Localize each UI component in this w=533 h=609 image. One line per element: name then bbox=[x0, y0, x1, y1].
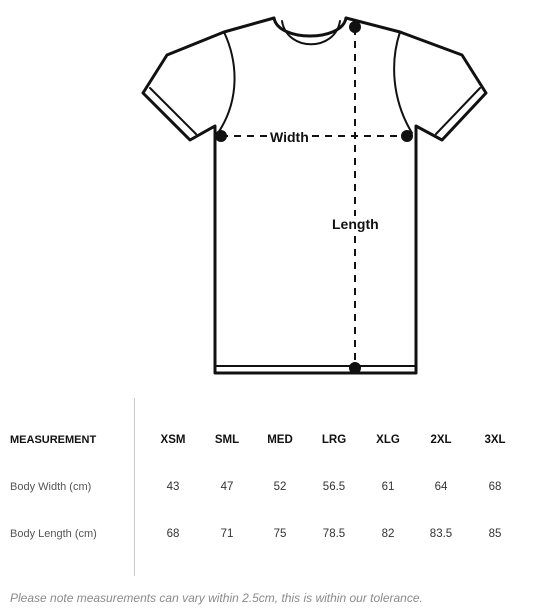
table-cell: 68 bbox=[166, 528, 180, 540]
size-chart-table: MEASUREMENT XSM SML MED LRG XLG 2XL 3XL … bbox=[10, 428, 520, 546]
measure-point-right-armpit bbox=[401, 130, 413, 142]
table-row-body-width: Body Width (cm) 43 47 52 56.5 61 64 68 bbox=[10, 475, 520, 499]
table-cell: 82 bbox=[381, 528, 395, 540]
size-header-lrg: LRG bbox=[321, 434, 347, 446]
table-cell: 78.5 bbox=[322, 528, 346, 540]
size-header-2xl: 2XL bbox=[430, 434, 452, 446]
width-label: Width bbox=[268, 129, 311, 145]
size-header-3xl: 3XL bbox=[484, 434, 506, 446]
table-header-row: MEASUREMENT XSM SML MED LRG XLG 2XL 3XL bbox=[10, 428, 520, 452]
table-cell: 61 bbox=[381, 481, 395, 493]
table-cell: 71 bbox=[220, 528, 234, 540]
table-cell: 52 bbox=[273, 481, 287, 493]
table-cell: 75 bbox=[273, 528, 287, 540]
size-header-med: MED bbox=[267, 434, 293, 446]
table-cell: 83.5 bbox=[429, 528, 453, 540]
size-header-xlg: XLG bbox=[376, 434, 400, 446]
tshirt-diagram bbox=[141, 16, 488, 375]
table-cell: 43 bbox=[166, 481, 180, 493]
row-label-body-width: Body Width (cm) bbox=[10, 481, 92, 493]
length-label: Length bbox=[330, 216, 381, 232]
table-cell: 85 bbox=[488, 528, 502, 540]
row-label-body-length: Body Length (cm) bbox=[10, 528, 97, 540]
size-header-sml: SML bbox=[214, 434, 240, 446]
table-cell: 68 bbox=[488, 481, 502, 493]
measurement-header: MEASUREMENT bbox=[10, 434, 97, 446]
measure-point-shoulder bbox=[349, 21, 361, 33]
table-cell: 56.5 bbox=[322, 481, 346, 493]
tshirt-outline bbox=[141, 16, 488, 375]
measure-point-left-armpit bbox=[215, 130, 227, 142]
table-divider bbox=[134, 398, 135, 576]
size-header-xsm: XSM bbox=[160, 434, 186, 446]
tolerance-note: Please note measurements can vary within… bbox=[10, 591, 423, 605]
table-row-body-length: Body Length (cm) 68 71 75 78.5 82 83.5 8… bbox=[10, 522, 520, 546]
table-cell: 64 bbox=[434, 481, 448, 493]
measure-point-hem bbox=[349, 362, 361, 374]
table-cell: 47 bbox=[220, 481, 234, 493]
